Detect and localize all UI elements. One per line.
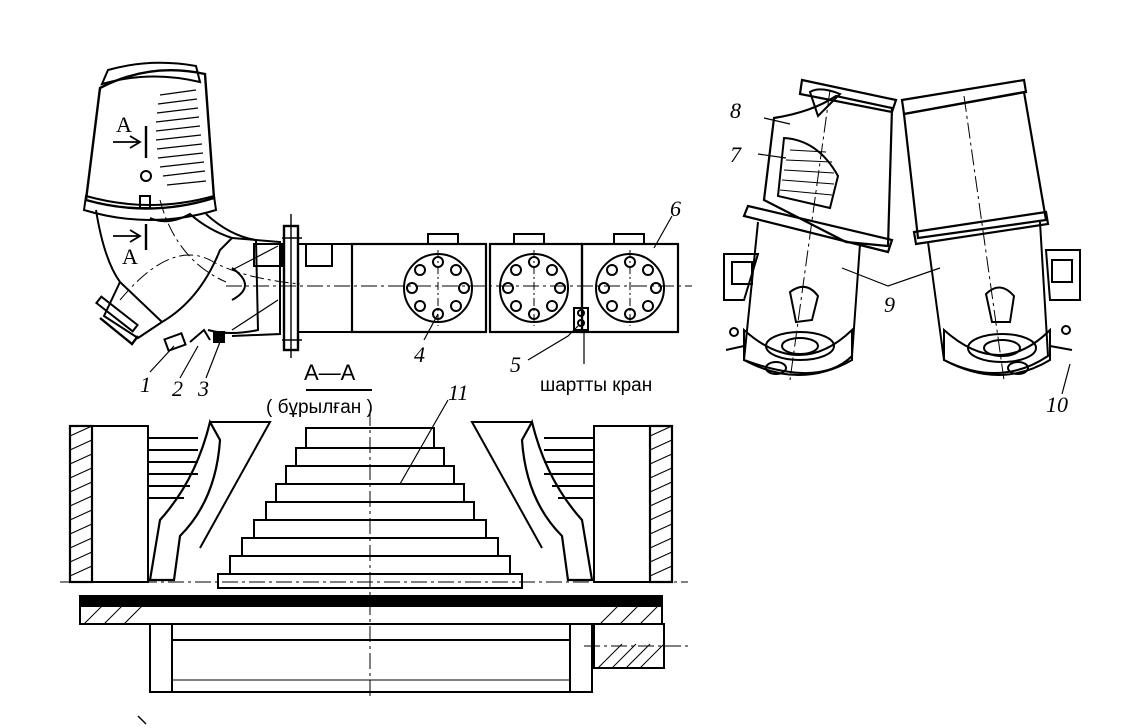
section-mark-lower: A — [122, 244, 138, 269]
label-6: 6 — [670, 196, 681, 221]
label-5: 5 — [510, 352, 521, 377]
inspection-cover-3 — [595, 250, 665, 326]
label-3: 3 — [198, 376, 209, 401]
left-fins — [148, 437, 198, 499]
filter-rim — [82, 194, 218, 221]
lower-pipe — [149, 624, 173, 693]
section-subtitle: ( бұрылған ) — [266, 397, 373, 418]
inspection-cover-1 — [403, 250, 473, 326]
left-cylinder — [762, 94, 894, 248]
filter-assembly — [82, 61, 692, 379]
label-1: 1 — [140, 372, 151, 397]
transition-cone — [231, 237, 281, 337]
conditional-valve — [573, 307, 589, 331]
inlet-pipe — [102, 281, 163, 340]
filter-housing — [84, 69, 216, 210]
label-8: 8 — [730, 98, 741, 123]
label-11: 11 — [448, 380, 469, 405]
label-2: 2 — [172, 376, 183, 401]
left-base — [723, 253, 760, 301]
left-liner-hatch — [69, 425, 93, 577]
label-9: 9 — [884, 292, 895, 317]
inspection-cover-2 — [499, 250, 569, 326]
section-title: A—A — [304, 360, 356, 385]
fitting-3 — [213, 331, 225, 343]
right-base — [1044, 249, 1081, 301]
base-plate — [79, 595, 663, 607]
cylinder-units — [723, 78, 1081, 395]
right-funnel-wall — [520, 419, 594, 582]
section-view — [60, 389, 688, 725]
duct-block-a — [350, 242, 488, 334]
section-mark-upper: A — [116, 112, 132, 137]
filter-tab — [139, 195, 151, 209]
filter-hatching — [155, 89, 207, 186]
right-liner-hatch — [649, 425, 673, 577]
filter-cap — [100, 61, 202, 86]
label-4: 4 — [414, 342, 425, 367]
valve-caption: шартты кран — [540, 375, 653, 396]
label-7: 7 — [730, 142, 741, 167]
left-funnel-wall — [148, 419, 222, 582]
label-10: 10 — [1046, 392, 1068, 417]
right-fins — [544, 437, 594, 499]
filter-port — [140, 170, 152, 182]
filter-stack — [217, 427, 523, 589]
elbow-duct — [95, 209, 234, 324]
right-cylinder — [902, 90, 1048, 240]
